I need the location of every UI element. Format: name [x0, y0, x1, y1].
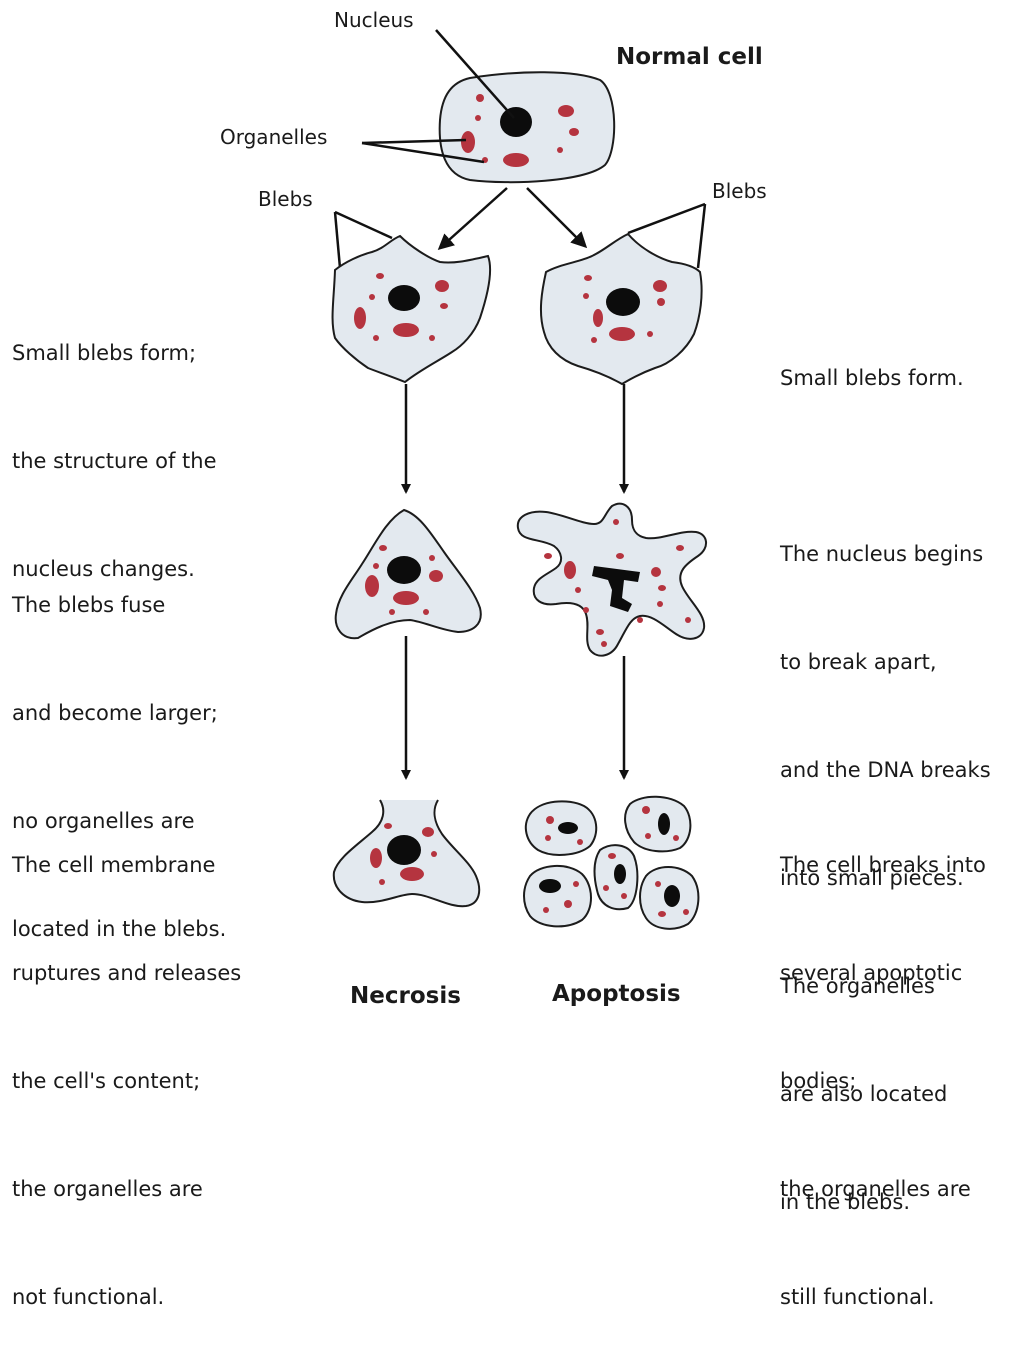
apoptosis-cell-1 — [541, 234, 702, 384]
text-line: The cell membrane — [12, 847, 241, 883]
blebs-left-label: Blebs — [258, 187, 313, 211]
apoptotic-body-2 — [625, 797, 690, 852]
text-line: the cell's content; — [12, 1063, 241, 1099]
normal-cell — [440, 72, 615, 182]
text-line: ruptures and releases — [12, 955, 241, 991]
apoptosis-step-1-text: Small blebs form. — [780, 288, 964, 432]
apoptosis-step-3-text: The cell breaks into several apoptotic b… — [780, 775, 986, 1351]
blebs-left-pointer-1 — [335, 212, 392, 238]
apoptosis-cell-2 — [518, 504, 706, 656]
text-line: The blebs fuse — [12, 587, 226, 623]
nucleus-label: Nucleus — [334, 8, 414, 32]
necrosis-cell-1 — [333, 236, 491, 382]
nucleus — [500, 107, 532, 137]
text-line: still functional. — [780, 1279, 986, 1315]
apoptotic-body-5 — [640, 867, 698, 929]
blebs-right-pointer-1 — [628, 204, 705, 233]
text-line: Small blebs form. — [780, 360, 964, 396]
necrosis-title: Necrosis — [350, 984, 461, 1008]
text-line: The cell breaks into — [780, 847, 986, 883]
blebs-right-pointer-2 — [698, 204, 705, 268]
cell-death-diagram: Nucleus Normal cell Organelles Blebs Ble… — [0, 0, 1019, 1010]
text-line: the organelles are — [780, 1171, 986, 1207]
arrow-to-necrosis — [440, 188, 507, 248]
apoptotic-body-1 — [526, 801, 596, 855]
text-line: the structure of the — [12, 443, 217, 479]
text-line: to break apart, — [780, 644, 991, 680]
apoptosis-title: Apoptosis — [552, 982, 681, 1006]
apoptotic-body-3 — [595, 845, 638, 909]
text-line: Small blebs form; — [12, 335, 217, 371]
text-line: several apoptotic — [780, 955, 986, 991]
arrow-to-apoptosis — [527, 188, 585, 246]
text-line: not functional. — [12, 1279, 241, 1315]
necrosis-step-3-text: The cell membrane ruptures and releases … — [12, 775, 241, 1351]
text-line: the organelles are — [12, 1171, 241, 1207]
normal-cell-title: Normal cell — [616, 45, 763, 69]
apoptotic-body-4 — [524, 866, 591, 926]
text-line: and become larger; — [12, 695, 226, 731]
text-line: bodies; — [780, 1063, 986, 1099]
blebs-left-pointer-2 — [335, 212, 340, 268]
blebs-right-label: Blebs — [712, 179, 767, 203]
necrosis-cell-3 — [334, 800, 479, 906]
necrosis-cell-2 — [336, 510, 481, 638]
organelles-label: Organelles — [220, 125, 327, 149]
text-line: The nucleus begins — [780, 536, 991, 572]
